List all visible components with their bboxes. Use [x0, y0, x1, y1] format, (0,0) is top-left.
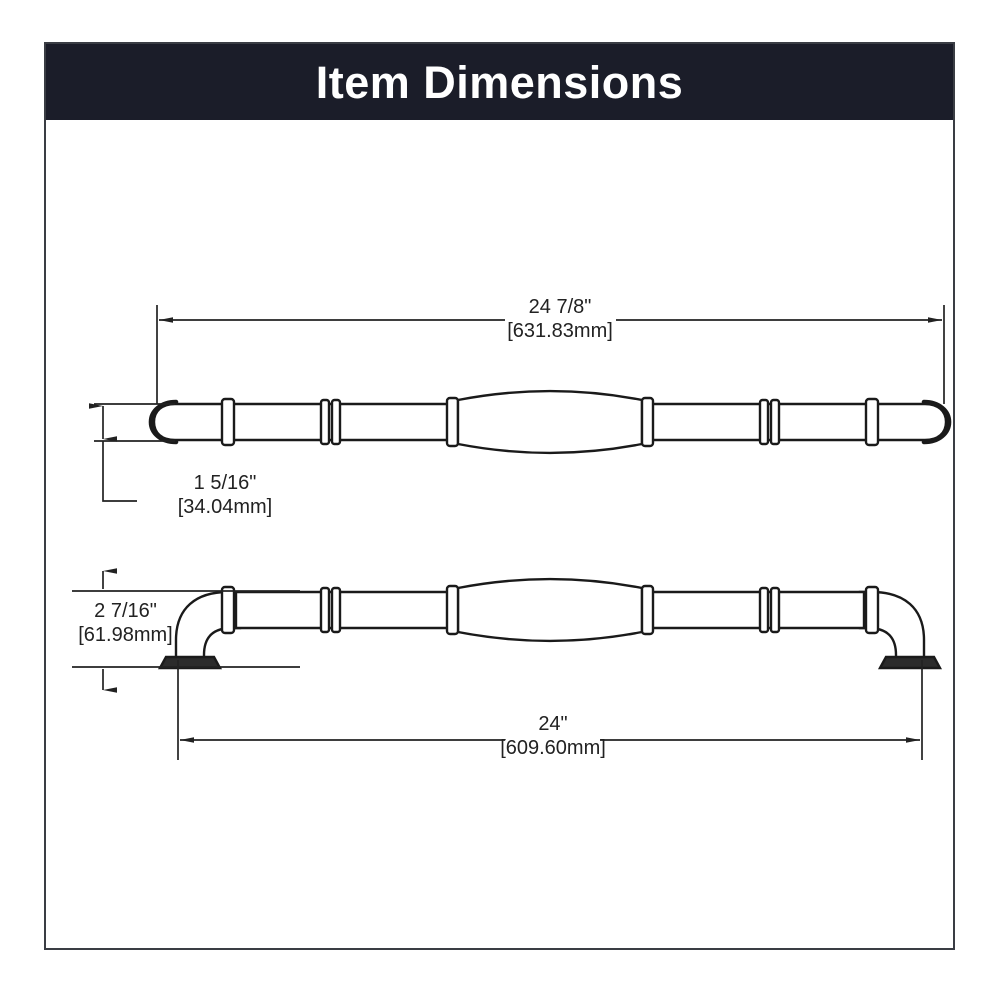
collar-right — [864, 585, 880, 635]
collar-left — [220, 585, 236, 635]
leader-line — [102, 441, 137, 502]
label-bar-diameter-metric: [34.04mm] — [177, 495, 273, 518]
drawing-frame: Item Dimensions — [44, 42, 955, 950]
dimension-center-to-center — [177, 660, 923, 760]
dimension-overall-length — [156, 305, 945, 404]
label-projection-metric: [61.98mm] — [78, 623, 173, 646]
label-projection-imperial: 2 7/16" — [94, 600, 157, 622]
label-bar-diameter-imperial: 1 5/16" — [193, 472, 257, 494]
dimension-projection — [72, 568, 300, 693]
side-view-handle — [157, 577, 943, 670]
label-overall-length-imperial: 24 7/8" — [528, 296, 592, 318]
label-center-to-center-metric: [609.60mm] — [500, 736, 606, 759]
base-plate-left — [157, 655, 223, 670]
label-bar-diameter: 1 5/16" [34.04mm] — [135, 472, 315, 519]
label-center-to-center-imperial: 24" — [538, 713, 568, 735]
label-overall-length: 24 7/8" [631.83mm] — [460, 296, 660, 343]
label-overall-length-metric: [631.83mm] — [507, 319, 613, 342]
front-view-handle — [148, 389, 952, 455]
page-title: Item Dimensions — [315, 56, 684, 108]
base-plate-right — [877, 655, 943, 670]
title-bar: Item Dimensions — [46, 44, 953, 120]
dimension-bar-diameter — [89, 403, 175, 502]
label-center-to-center: 24" [609.60mm] — [458, 713, 648, 760]
label-projection: 2 7/16" [61.98mm] — [48, 600, 203, 647]
